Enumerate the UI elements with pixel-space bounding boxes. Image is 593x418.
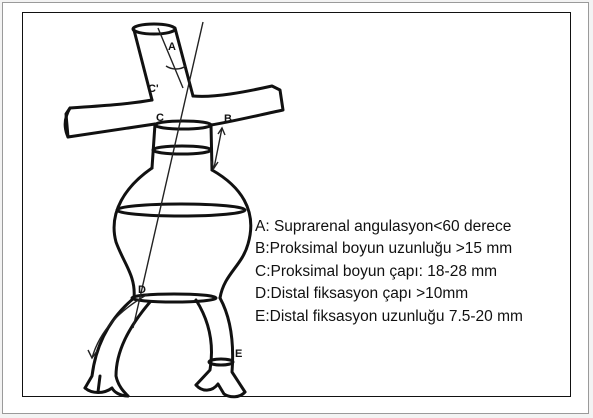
legend-item-c: C:Proksimal boyun çapı: 18-28 mm <box>255 261 523 283</box>
left-renal-artery <box>66 100 155 137</box>
label-b: B <box>224 113 232 125</box>
left-iliac-outer <box>85 298 134 388</box>
legend-item-b: B:Proksimal boyun uzunluğu >15 mm <box>255 238 523 260</box>
neck-mid-ring <box>153 146 211 154</box>
legend-item-a: A: Suprarenal angulasyon<60 derece <box>255 216 523 238</box>
left-iliac-inner <box>116 302 150 396</box>
aneurysm-right-wall <box>212 170 251 298</box>
neck-left-wall <box>152 124 155 168</box>
aneurysm-left-wall <box>114 168 152 298</box>
suprarenal-aorta-right-wall <box>175 28 193 96</box>
left-iliac-split <box>98 376 100 392</box>
label-c-prime: C' <box>148 83 159 95</box>
right-iliac-ring <box>209 359 233 365</box>
label-e: E <box>235 348 242 360</box>
suprarenal-axis-line <box>158 28 183 88</box>
label-d: D <box>138 284 146 296</box>
label-a: A <box>168 41 176 53</box>
label-c: C <box>156 112 164 124</box>
right-iliac-outer <box>220 298 245 392</box>
aneurysm-max-ring <box>117 204 245 216</box>
right-renal-artery <box>193 86 283 125</box>
legend: A: Suprarenal angulasyon<60 derece B:Pro… <box>255 216 523 328</box>
legend-item-e: E:Distal fiksasyon uzunluğu 7.5-20 mm <box>255 306 523 328</box>
legend-item-d: D:Distal fiksasyon çapı >10mm <box>255 283 523 305</box>
angulation-arc <box>166 66 186 69</box>
right-iliac-inner <box>196 300 211 385</box>
right-iliac-foot <box>196 384 245 397</box>
suprarenal-aorta-opening <box>133 24 175 34</box>
